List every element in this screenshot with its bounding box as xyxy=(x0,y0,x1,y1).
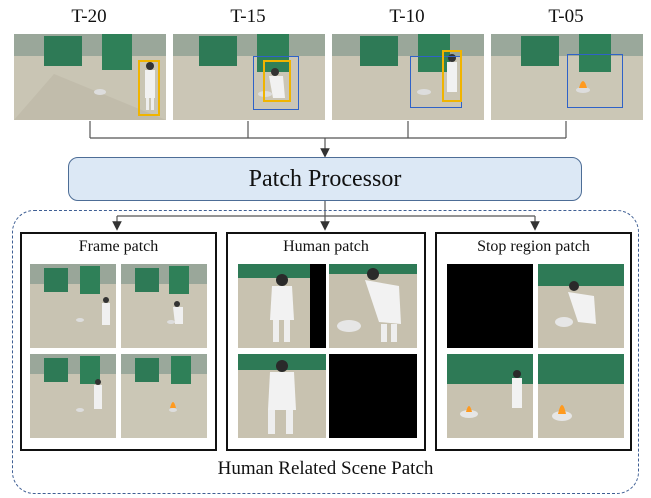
time-label-t20: T-20 xyxy=(71,6,107,27)
stop-region-empty-tile xyxy=(447,264,533,348)
human-patch-panel: Human patch xyxy=(226,232,426,451)
frame-patch-tile xyxy=(30,354,116,438)
patch-processor-box: Patch Processor xyxy=(68,157,582,201)
frame-patch-tile xyxy=(121,264,207,348)
human-patch-title: Human patch xyxy=(283,238,369,255)
frame-t05-image xyxy=(491,34,643,120)
stop-region-tile xyxy=(447,354,533,438)
human-patch-empty-tile xyxy=(329,354,417,438)
stop-region-bbox xyxy=(253,56,299,110)
time-label-t05: T-05 xyxy=(548,6,584,27)
frame-t10-image xyxy=(332,34,484,120)
frame-patch-tile xyxy=(30,264,116,348)
frame-patch-title: Frame patch xyxy=(78,238,159,255)
human-bbox xyxy=(263,60,291,102)
human-related-scene-group xyxy=(12,210,639,494)
stop-region-patch-panel: Stop region patch xyxy=(435,232,632,451)
frame-patch-panel: Frame patch xyxy=(20,232,217,451)
frame-t15-image xyxy=(173,34,325,120)
stop-region-tile xyxy=(538,264,624,348)
human-patch-tile xyxy=(329,264,417,348)
frame-t20-image xyxy=(14,34,166,120)
stop-region-bbox xyxy=(567,54,623,108)
stop-region-tile xyxy=(538,354,624,438)
human-patch-tile xyxy=(238,354,326,438)
time-label-t15: T-15 xyxy=(230,6,266,27)
frame-patch-tile xyxy=(121,354,207,438)
human-bbox xyxy=(442,50,462,102)
time-label-t10: T-10 xyxy=(389,6,425,27)
human-related-scene-patch-label: Human Related Scene Patch xyxy=(217,458,434,479)
stop-region-patch-title: Stop region patch xyxy=(477,238,590,255)
human-patch-tile xyxy=(238,264,326,348)
human-bbox xyxy=(138,60,160,116)
